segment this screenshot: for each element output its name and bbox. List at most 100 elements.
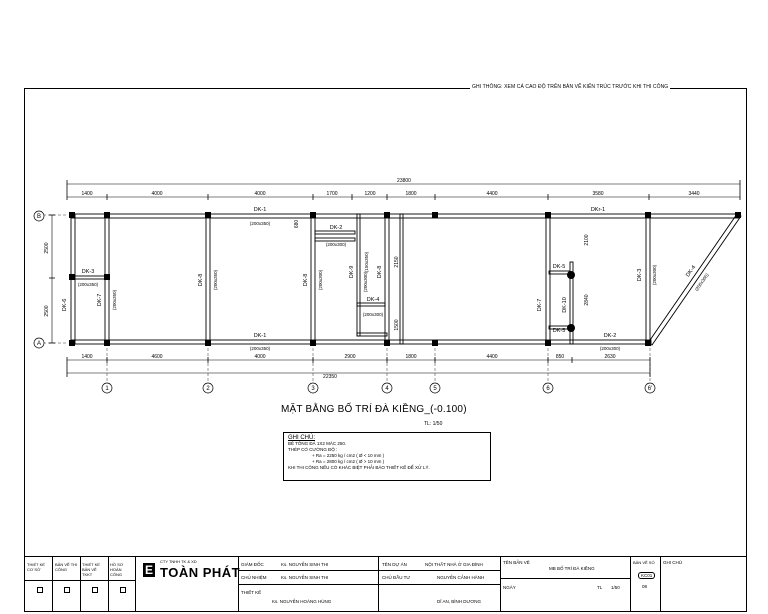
sheet-number: 08 [642, 584, 648, 589]
beam-dk4-diagonal-section: (200x300) [694, 272, 710, 292]
beam-dk2-section: (200x300) [326, 242, 347, 247]
dim-bottom-3: 4000 [254, 354, 265, 360]
beam-dkr1: DKr-1 [591, 207, 605, 213]
notes-label: GHI CHÚ [663, 560, 682, 565]
role-name: Ks. NGUYỄN SINH THI [281, 575, 329, 580]
axis-label-6: 6 [546, 386, 550, 392]
beam-dk3-right: DK-3 [637, 269, 643, 282]
company-logo: E [143, 563, 155, 577]
beam-dk3-section: (200x350) [78, 282, 99, 287]
dim-bottom-2: 4600 [151, 354, 162, 360]
stamp-col-4: HỒ SƠ HOÀN CÔNG [110, 562, 124, 577]
stamp-checkbox[interactable] [92, 587, 98, 593]
notes-box: GHI CHÚ: BÊ TÔNG ĐÁ 1X2 MÁC 250. THÉP CÓ… [283, 432, 491, 481]
axis-label-a: A [37, 341, 41, 347]
beam-dk1-bottom: DK-1 [254, 333, 267, 339]
drawing-label: TÊN BẢN VẼ [503, 560, 530, 565]
axis-bubbles [33, 210, 656, 394]
axis-label-b: B [37, 214, 41, 220]
dim-top-9: 3440 [688, 191, 699, 197]
dim-top-8: 3580 [592, 191, 603, 197]
scale-label: TL [597, 585, 603, 590]
beam-dk4-section: (200x300) [363, 312, 384, 317]
beam-dk4-diagonal: DK-4 [685, 265, 697, 279]
dim-2100: 2100 [584, 234, 590, 245]
stamp-col-2: BẢN VẼ THI CÔNG [55, 562, 78, 572]
beam-dk8-c-section: (200x300) [363, 271, 368, 292]
role-label: THIẾT KẾ [241, 590, 262, 595]
drawing-sheet-border [24, 88, 747, 612]
notes-line: + Ra = 2800 kg / cm2 ( Ø > 10 mm ) [312, 459, 385, 464]
dim-total-top: 23800 [397, 178, 411, 184]
owner-label: CHỦ ĐẦU TƯ [382, 575, 411, 580]
sheet-label: BẢN VẼ SỐ [633, 560, 655, 565]
dim-bottom-6: 4400 [486, 354, 497, 360]
beam-dk2: DK-2 [330, 225, 343, 231]
dim-bottom-1: 1400 [81, 354, 92, 360]
dim-2150: 2150 [394, 256, 400, 267]
role-name: Ks. NGUYỄN SINH THI [281, 562, 329, 567]
beam-dk7-left-section: (200x350) [112, 289, 117, 310]
title-block [25, 556, 746, 613]
dim-top-3: 4000 [254, 191, 265, 197]
beam-dk8-b-section: (200x300) [318, 269, 323, 290]
axis-label-4: 4 [385, 386, 389, 392]
axis-label-3: 3 [311, 386, 315, 392]
beam-dk2-right: DK-2 [604, 333, 617, 339]
scale-value: 1/50 [611, 585, 620, 590]
beam-dk1-top: DK-1 [254, 207, 267, 213]
beam-dk10: DK-10 [562, 297, 568, 313]
project-label: TÊN DỰ ÁN [382, 562, 407, 567]
beam-dk8-b: DK-8 [303, 274, 309, 287]
dim-680: 680 [294, 220, 300, 229]
plan-scale: TL: 1/50 [424, 421, 443, 427]
beam-dk4: DK-4 [367, 297, 380, 303]
beam-dk5-b: DK-5 [553, 328, 566, 334]
stamp-col-3: THIẾT KẾ BẢN VẼ TKKT [82, 562, 100, 577]
dim-top-2: 4000 [151, 191, 162, 197]
stamp-checkbox[interactable] [37, 587, 43, 593]
beam-dk9: DK-9 [349, 266, 355, 279]
role-label: GIÁM ĐỐC [241, 562, 264, 567]
beam-dk3-right-section: (200x300) [652, 264, 657, 285]
axis-label-1: 1 [105, 386, 109, 392]
axis-label-6-prime: 6' [648, 386, 652, 392]
notes-line: BÊ TÔNG ĐÁ 1X2 MÁC 250. [288, 441, 347, 446]
dim-top-7: 4400 [486, 191, 497, 197]
dim-total-bottom: 22350 [323, 374, 337, 380]
dim-bottom-5: 1800 [405, 354, 416, 360]
dim-top-4: 1700 [326, 191, 337, 197]
location: DĨ AN, BÌNH DƯƠNG [437, 599, 481, 604]
axis-label-2: 2 [206, 386, 210, 392]
notes-line: KHI THI CÔNG NẾU CÓ KHÁC BIỆT PHẢI BÁO T… [288, 465, 430, 470]
dim-bottom-8: 2630 [604, 354, 615, 360]
notes-line: THÉP CÓ CƯỜNG ĐỘ : [288, 447, 338, 452]
dim-top-5: 1200 [364, 191, 375, 197]
sheet-code: KC01 [638, 572, 656, 579]
dim-1500: 1500 [394, 319, 400, 330]
column-markers [69, 212, 741, 346]
role-label: CHỦ NHIỆM [241, 575, 267, 580]
company-name: TOÀN PHÁT [160, 565, 241, 580]
beam-dk8-a-section: (200x350) [213, 269, 218, 290]
stamp-col-1: THIẾT KẾ CƠ SỞ [27, 562, 45, 572]
beam-dk8-a: DK-8 [198, 274, 204, 287]
beam-dk2-right-section: (200x300) [600, 346, 621, 351]
stamp-checkbox[interactable] [120, 587, 126, 593]
beam-dk1-top-section: (200x350) [250, 221, 271, 226]
dim-top-1: 1400 [81, 191, 92, 197]
dim-2840: 2840 [584, 294, 590, 305]
role-name: Ks. NGUYỄN HOÀNG HÙNG [272, 599, 332, 604]
beam-dk7-right: DK-7 [537, 299, 543, 312]
plan-title: MẶT BẰNG BỐ TRÍ ĐÀ KIỀNG_(-0.100) [281, 404, 467, 415]
drawing-name: MB BỐ TRÍ ĐÀ KIỀNG [549, 566, 595, 571]
beam-dk7-left: DK-7 [97, 294, 103, 307]
owner-name: NGUYỄN CẢNH HÀNH [437, 575, 485, 580]
notes-line: + Ra = 2250 kg / cm2 ( Ø < 10 mm ) [312, 453, 385, 458]
stamp-checkbox[interactable] [64, 587, 70, 593]
dim-left-1: 2500 [44, 242, 50, 253]
dim-bottom-4: 2900 [344, 354, 355, 360]
dim-left-2: 2500 [44, 305, 50, 316]
beam-dk5-a: DK-5 [553, 264, 566, 270]
